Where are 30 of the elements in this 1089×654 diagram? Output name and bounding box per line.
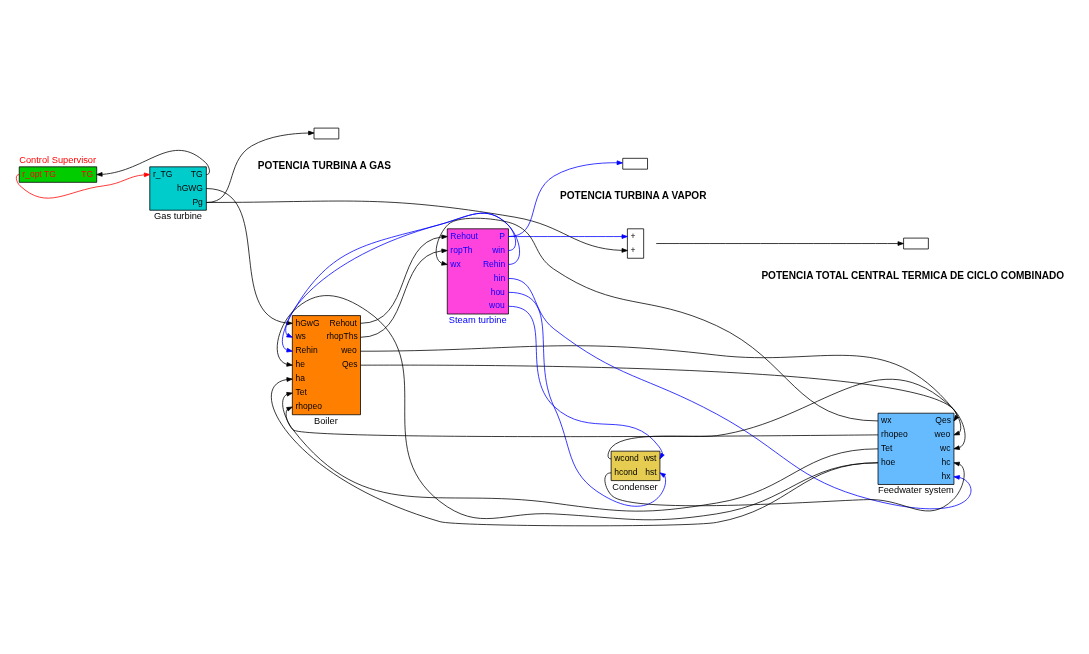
arrow	[508, 234, 628, 239]
arrow	[360, 345, 962, 436]
node-box	[903, 237, 929, 250]
node-label: Boiler	[314, 415, 338, 426]
arrow	[285, 406, 879, 437]
node-label: Feedwater system	[878, 485, 954, 496]
node-box	[622, 157, 648, 170]
node-label: POTENCIA TURBINA A VAPOR	[559, 189, 707, 201]
arrow	[655, 241, 904, 246]
node-label: Gas turbine	[154, 211, 203, 222]
arrow	[607, 379, 966, 460]
arrow	[15, 172, 151, 199]
arrow	[360, 364, 959, 422]
arrow	[271, 377, 879, 527]
arrow	[205, 188, 293, 326]
arrow	[360, 234, 448, 324]
arrow	[360, 248, 448, 338]
node-box	[313, 127, 340, 140]
arrow	[205, 200, 628, 253]
node-label: Condenser	[612, 481, 658, 492]
node-label: POTENCIA TOTAL CENTRAL TERMICA DE CICLO COMBINADO	[761, 269, 1065, 281]
arrow	[508, 305, 665, 460]
node-label: Control Supervisor	[19, 154, 97, 165]
arrow	[508, 291, 666, 507]
node-label: Steam turbine	[448, 315, 507, 326]
arrow	[96, 150, 210, 177]
arrow	[508, 160, 623, 237]
arrow	[282, 392, 879, 512]
node-label: POTENCIA TURBINA A GAS	[257, 159, 392, 171]
arrow	[604, 461, 965, 512]
